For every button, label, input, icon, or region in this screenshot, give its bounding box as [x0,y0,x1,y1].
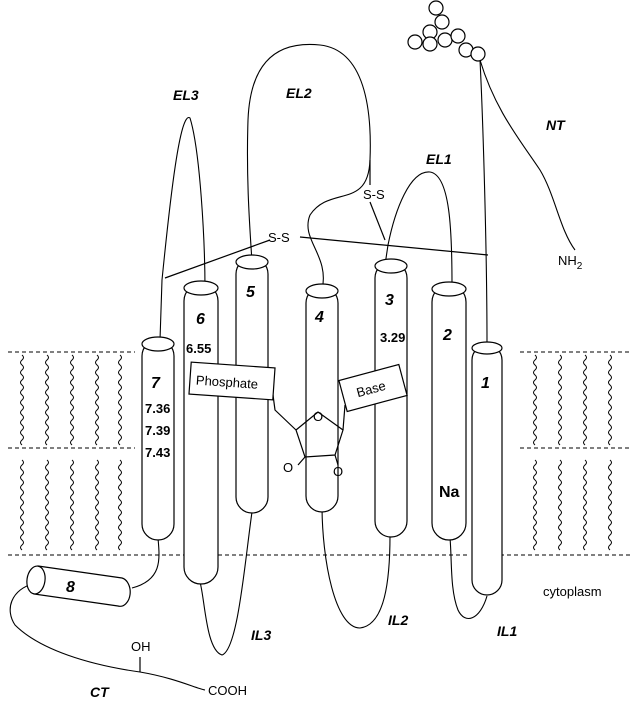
il3-label: IL3 [251,627,271,643]
lipid-tail [533,459,537,551]
sugar-bead [437,32,453,48]
ss-mid-label: S-S [268,230,290,245]
lipid-tail [583,459,587,551]
base-link [342,404,346,431]
il1-label: IL1 [497,623,517,639]
lipid-tail [533,354,537,446]
residue-7-36: 7.36 [145,401,170,416]
il2-label: IL2 [388,612,408,628]
residue-7-39: 7.39 [145,423,170,438]
lipid-tail [118,354,122,446]
helix-6 [183,280,219,585]
helix-8 [26,565,131,607]
lipid-tail [558,354,562,446]
helix-3-label: 3 [385,292,394,309]
lipid-tail [558,459,562,551]
loops [9,43,576,691]
membrane [8,351,632,556]
cytoplasm-label: cytoplasm [543,584,602,599]
nh2-label: NH2 [558,253,583,272]
ss-bar-right [299,236,489,256]
nt-tail [479,59,576,251]
sodium-label: Na [439,484,460,501]
ribose-ring [295,411,344,458]
sugar-bead [407,34,423,50]
ct-label: CT [90,684,110,700]
el2-ss-to-3 [369,201,386,241]
o-bond-right [334,454,339,466]
helix-5-label: 5 [246,284,256,301]
el1-label: EL1 [426,151,452,167]
lipid-tail [20,459,24,551]
phosphate-link [272,394,297,431]
o-left-label: O [283,460,293,475]
sugar-bead [450,28,466,44]
lipid-tails [20,354,612,551]
glycosylation-beads [407,0,486,62]
h7-h8-link [131,537,160,589]
helix-7 [141,336,175,541]
lipid-tail [70,354,74,446]
sugar-bead [428,0,444,16]
sugar-bead [434,14,450,30]
helix-6-label: 6 [196,311,205,328]
el1-loop [384,171,453,286]
helix-2-label: 2 [442,327,452,344]
nt-label: NT [546,117,566,133]
base-box [338,363,408,413]
helix-8-label: 8 [66,579,75,596]
ct-tail [9,582,206,691]
lipid-tail [118,459,122,551]
lipid-tail [583,354,587,446]
el2-label: EL2 [286,85,312,101]
phosphate-box [188,361,276,401]
el3-label: EL3 [173,87,199,103]
cooh-label: COOH [208,683,247,698]
el2-loop [246,43,371,291]
il2-loop [321,504,391,629]
ribose-o-label: O [313,409,323,424]
lipid-tail [45,459,49,551]
sugar-bead [470,46,486,62]
residue-6-55: 6.55 [186,341,211,356]
helix-4-label: 4 [314,309,324,326]
phosphate-label: Phosphate [195,373,258,392]
lipid-tail [95,354,99,446]
helix-1 [471,341,503,596]
helix-2 [431,281,467,541]
lipid-tail [45,354,49,446]
ss-bar-left [164,239,271,279]
oh-label: OH [131,639,151,654]
lipid-tails-left [20,356,130,446]
lipid-tail [95,459,99,551]
residue-3-29: 3.29 [380,330,405,345]
ss-top-label: S-S [363,187,385,202]
lipid-tail [608,354,612,446]
sugar-bead [422,36,438,52]
lipid-tail [20,354,24,446]
lipid-tail [70,459,74,551]
nt-segment-1 [479,59,488,346]
lipid-tail [608,459,612,551]
labels: 1 2 3 4 5 6 7 8 EL1 EL2 EL3 IL1 IL2 IL3 … [66,85,602,700]
o-right-label: O [333,464,343,479]
helix-7-label: 7 [151,375,161,392]
el3-loop [159,117,206,341]
helix-1-label: 1 [481,375,490,392]
residue-7-43: 7.43 [145,445,170,460]
nucleotide-ligand [188,361,408,466]
il1-loop [449,537,488,620]
il3-loop [199,511,253,656]
o-bond-left [297,456,306,466]
base-label: Base [355,378,388,400]
